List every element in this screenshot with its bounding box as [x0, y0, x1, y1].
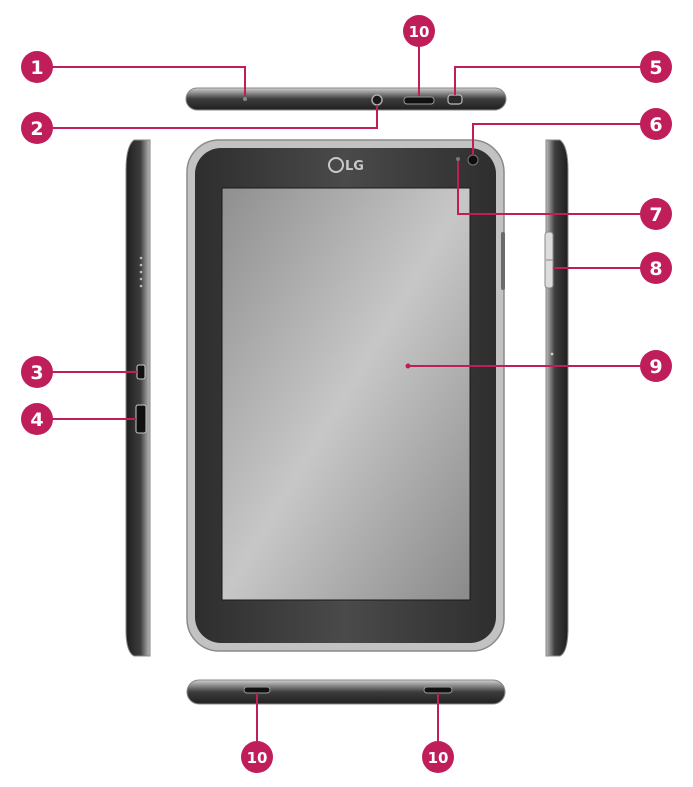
reset-hole [550, 352, 554, 356]
leader-line-1 [51, 66, 246, 96]
front-view: LG [186, 139, 505, 652]
callout-9-label: 9 [649, 356, 662, 378]
callout-6: 6 [640, 108, 672, 140]
callout-2: 2 [21, 112, 53, 144]
callout-10-top: 10 [403, 15, 435, 47]
callout-9: 9 [640, 350, 672, 382]
touch-screen [221, 187, 471, 601]
bottom-edge-view [186, 679, 506, 705]
bottom-speaker-right [423, 686, 453, 694]
callout-1-label: 1 [30, 57, 43, 79]
callout-3-label: 3 [30, 362, 43, 384]
callout-5: 5 [640, 51, 672, 83]
callout-6-label: 6 [649, 114, 662, 136]
screen-center-dot [405, 363, 411, 369]
light-sensor [456, 157, 460, 161]
callout-10-bottom-left: 10 [241, 741, 273, 773]
callout-4: 4 [21, 403, 53, 435]
brand-logo-text: LG [345, 159, 364, 174]
hdmi-port [135, 404, 147, 434]
side-vent-dots [139, 256, 143, 288]
callout-2-label: 2 [30, 118, 43, 140]
callout-5-label: 5 [649, 57, 662, 79]
callout-7-label: 7 [649, 204, 662, 226]
callout-10-bottom-left-label: 10 [247, 749, 268, 767]
callout-8: 8 [640, 252, 672, 284]
callout-10-bottom-right: 10 [422, 741, 454, 773]
top-edge-view [185, 87, 507, 111]
leader-line-2 [51, 105, 378, 129]
callout-4-label: 4 [30, 409, 43, 431]
front-camera [467, 154, 479, 166]
front-side-key-highlight [501, 232, 505, 290]
leader-line-6 [472, 123, 644, 155]
brand-logo: LG [328, 157, 364, 174]
callout-1: 1 [21, 51, 53, 83]
leader-line-7 [457, 161, 644, 215]
left-side-view [125, 139, 151, 657]
power-key [447, 94, 463, 105]
callout-3: 3 [21, 356, 53, 388]
leader-lines [51, 46, 644, 742]
microphone-hole [243, 97, 247, 101]
callout-10-top-label: 10 [409, 23, 430, 41]
callout-10-bottom-right-label: 10 [428, 749, 449, 767]
callouts: 1 2 3 4 5 6 7 8 [21, 15, 672, 773]
bottom-speaker-left [243, 686, 271, 694]
top-slot [403, 96, 435, 105]
right-side-view [544, 139, 569, 657]
leader-line-5 [454, 66, 644, 95]
usb-port [136, 364, 146, 380]
callout-7: 7 [640, 198, 672, 230]
headset-jack [371, 94, 383, 106]
callout-8-label: 8 [649, 258, 662, 280]
